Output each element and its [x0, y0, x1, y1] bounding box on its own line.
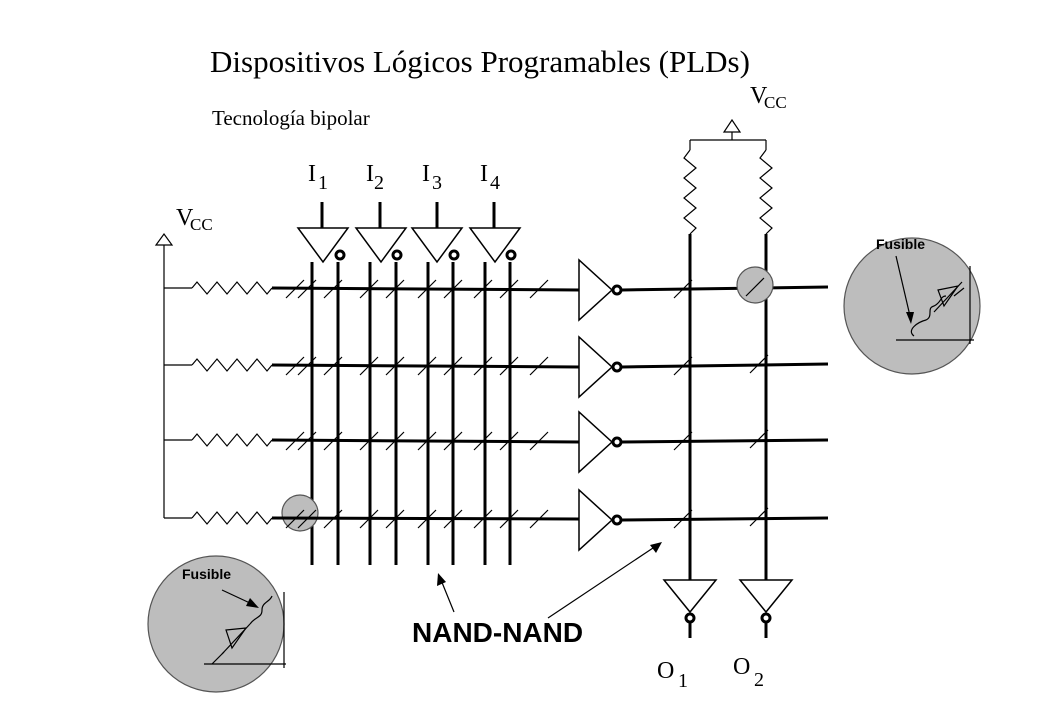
product-inverter-2 — [578, 335, 623, 399]
svg-text:I: I — [422, 161, 430, 187]
product-inverter-3 — [578, 410, 623, 474]
vcc-left-rail — [154, 232, 273, 525]
svg-text:2: 2 — [754, 669, 764, 691]
vcc-right-rail — [683, 118, 773, 235]
vcc-right-v: V — [750, 83, 768, 109]
or-array-lines — [621, 285, 829, 522]
output-label-1: O 1 — [657, 658, 688, 692]
or-array-fuses — [673, 277, 769, 529]
vcc-left-sub: CC — [190, 215, 213, 234]
fuse-label-left: Fusible — [182, 566, 231, 582]
svg-text:O: O — [657, 658, 674, 684]
product-inverter-1 — [578, 258, 623, 322]
vcc-right-sub: CC — [764, 93, 787, 112]
page-title: Dispositivos Lógicos Programables (PLDs) — [210, 44, 750, 79]
svg-text:1: 1 — [318, 172, 328, 194]
input-columns — [310, 262, 512, 565]
fuse-detail-right: Fusible — [843, 236, 981, 375]
fuse-detail-left: Fusible — [147, 555, 286, 693]
input-buffer-1 — [296, 227, 350, 264]
output-label-2: O 2 — [733, 654, 764, 691]
input-label-2: I 2 — [366, 161, 384, 194]
fuse-highlight-left — [281, 494, 319, 532]
input-buffer-3 — [410, 227, 464, 264]
subtitle: Tecnología bipolar — [212, 106, 370, 130]
vcc-left-v: V — [176, 205, 194, 231]
svg-text:1: 1 — [678, 670, 688, 692]
fuse-label-right: Fusible — [876, 236, 925, 252]
output-inverter-1 — [662, 579, 718, 638]
input-label-3: I 3 — [422, 161, 442, 194]
svg-text:3: 3 — [432, 172, 442, 194]
fuse-highlight-right — [736, 266, 774, 304]
svg-text:2: 2 — [374, 172, 384, 194]
svg-text:I: I — [366, 161, 374, 187]
nand-arrows — [437, 542, 662, 619]
svg-text:O: O — [733, 654, 750, 680]
output-inverter-2 — [738, 579, 794, 638]
product-inverter-4 — [578, 488, 623, 552]
svg-text:I: I — [480, 161, 488, 187]
product-lines — [271, 286, 581, 521]
svg-text:4: 4 — [490, 172, 500, 194]
input-label-1: I 1 — [308, 161, 328, 194]
svg-text:I: I — [308, 161, 316, 187]
and-array-fuses — [285, 279, 549, 529]
input-label-4: I 4 — [480, 161, 500, 194]
nand-nand-label: NAND-NAND — [412, 617, 583, 648]
input-buffer-4 — [468, 227, 522, 264]
input-buffer-2 — [354, 227, 408, 264]
